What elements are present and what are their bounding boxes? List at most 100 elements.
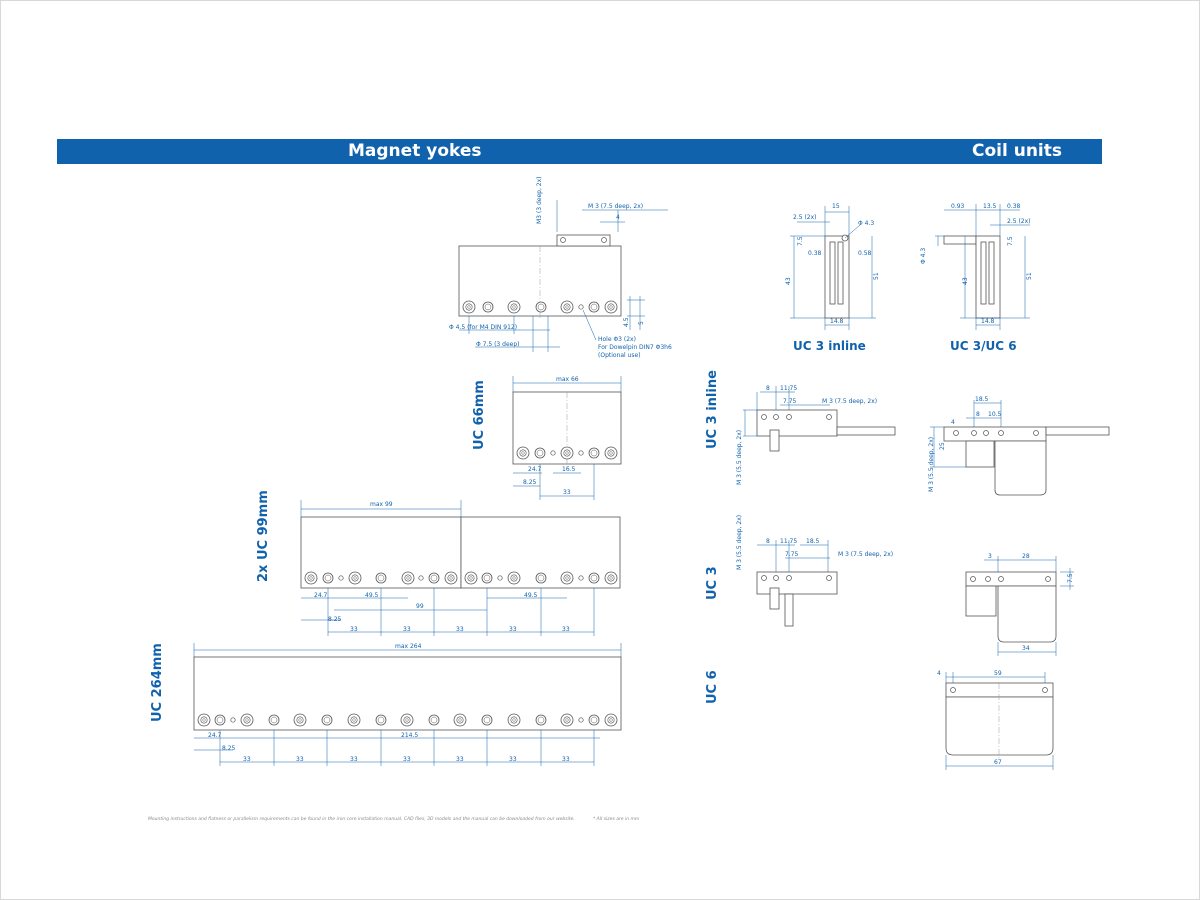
dim-c2-093: 0.93 <box>951 203 965 210</box>
dim-top-4: 4 <box>616 214 620 221</box>
label-uc66: UC 66mm <box>472 380 487 450</box>
dim-r-3: 3 <box>988 553 992 560</box>
dim-i-m3: M 3 (7.5 deep, 2x) <box>822 398 877 405</box>
label-uc3uc6-top: UC 3/UC 6 <box>950 339 1017 353</box>
dim-uc264-2145: 214.5 <box>401 732 418 739</box>
dim-s-4: 4 <box>951 419 955 426</box>
dim-uc264-33g: 33 <box>562 756 570 763</box>
dim-uc264-825: 8.25 <box>222 745 236 752</box>
dim-i-1175: 11.75 <box>780 385 797 392</box>
label-uc99: 2x UC 99mm <box>256 490 271 582</box>
dim-uc264-33e: 33 <box>456 756 464 763</box>
dim-5: 5 <box>638 321 645 325</box>
dim-m3-75deep: M 3 (7.5 deep, 2x) <box>588 203 643 210</box>
dim-c-43: 43 <box>785 277 792 285</box>
dim-u-m3v: M 3 (5.5 deep, 2x) <box>736 515 743 570</box>
footnote-left: Mounting instructions and flatness or pa… <box>148 817 575 822</box>
dim-max99: max 99 <box>370 501 393 508</box>
dim-u-8: 8 <box>766 538 770 545</box>
dim-s-25: 25 <box>939 442 946 450</box>
dim-d75: Φ 7.5 (3 deep) <box>476 341 520 348</box>
coil-uc3-right <box>965 571 1057 643</box>
hole-note-3: (Optional use) <box>598 352 641 359</box>
section-header-bar: Magnet yokes Coil units <box>57 139 1102 164</box>
dim-c-058: 0.58 <box>858 250 872 257</box>
dim-c-15: 15 <box>832 203 840 210</box>
dim-c2-43: 43 <box>962 277 969 285</box>
dim-uc264-33a: 33 <box>243 756 251 763</box>
dim-uc99-495b: 49.5 <box>524 592 538 599</box>
dim-6-67: 67 <box>994 759 1002 766</box>
dim-uc99-825: 8.25 <box>328 616 342 623</box>
dim-uc99-247: 24.7 <box>314 592 328 599</box>
dim-uc99-33e: 33 <box>562 626 570 633</box>
label-uc6-side: UC 6 <box>705 670 720 704</box>
dim-uc264-33b: 33 <box>296 756 304 763</box>
dim-uc66-825: 8.25 <box>523 479 537 486</box>
dim-uc264-33c: 33 <box>350 756 358 763</box>
label-uc264: UC 264mm <box>150 643 165 722</box>
dim-uc99-33c: 33 <box>456 626 464 633</box>
dim-max264: max 264 <box>395 643 422 650</box>
dim-c-d43: Φ 4.3 <box>858 220 874 227</box>
dim-c2-d43: Φ 4.3 <box>920 248 927 264</box>
coil-uc3-side <box>756 571 838 627</box>
dim-uc99-33b: 33 <box>403 626 411 633</box>
dim-uc66-33: 33 <box>563 489 571 496</box>
dim-c-51: 51 <box>873 272 880 280</box>
dim-6-59: 59 <box>994 670 1002 677</box>
dim-r-75: 7.5 <box>1067 573 1074 583</box>
label-uc3inline-side: UC 3 inline <box>705 370 720 449</box>
coil-uc3inline-side <box>756 409 896 452</box>
dim-c2-148: 14.8 <box>981 318 995 325</box>
coil-uc6 <box>945 682 1054 756</box>
dim-s-105: 10.5 <box>988 411 1002 418</box>
dim-s-8: 8 <box>976 411 980 418</box>
magnet-yokes-title: Magnet yokes <box>348 141 482 161</box>
dim-uc99-33d: 33 <box>509 626 517 633</box>
dim-uc99-99: 99 <box>416 603 424 610</box>
dim-s-185: 18.5 <box>975 396 989 403</box>
dim-c-75: 7.5 <box>797 236 804 246</box>
dim-c-25: 2.5 (2x) <box>793 214 817 221</box>
dim-u-m3: M 3 (7.5 deep, 2x) <box>838 551 893 558</box>
dim-c2-75: 7.5 <box>1007 236 1014 246</box>
hole-note-2: For Dowelpin DIN7 Φ3h6 <box>598 344 672 351</box>
dim-s-m3v: M 3 (5.5 deep, 2x) <box>928 437 935 492</box>
dim-uc264-33d: 33 <box>403 756 411 763</box>
coil-uc3inline-endview <box>824 234 850 319</box>
dim-c-038: 0.38 <box>808 250 822 257</box>
coil-uc3uc6-side <box>943 426 1110 496</box>
hole-note-1: Hole Φ3 (2x) <box>598 336 636 343</box>
dim-i-8: 8 <box>766 385 770 392</box>
dim-r-34: 34 <box>1022 645 1030 652</box>
dim-c2-038: 0.38 <box>1007 203 1021 210</box>
top-yoke-dimension-lines <box>459 200 668 352</box>
dim-c2-135: 13.5 <box>983 203 997 210</box>
dim-u-1175: 11.75 <box>780 538 797 545</box>
coil-uc3uc6-endview <box>943 235 1001 319</box>
dim-c2-25: 2.5 (2x) <box>1007 218 1031 225</box>
dim-uc99-495a: 49.5 <box>365 592 379 599</box>
dim-uc66-165: 16.5 <box>562 466 576 473</box>
dim-d45: Φ 4.5 (for M4 DIN 912) <box>449 324 517 331</box>
footnote-right: * All sizes are in mm <box>593 817 640 822</box>
label-uc3-side: UC 3 <box>705 566 720 600</box>
dim-m3-3deep: M3 (3 deep, 2x) <box>536 177 543 225</box>
dim-uc66-247: 24.7 <box>528 466 542 473</box>
dim-uc264-247: 24.7 <box>208 732 222 739</box>
dim-r-28: 28 <box>1022 553 1030 560</box>
dim-c-148: 14.8 <box>830 318 844 325</box>
dim-c2-51: 51 <box>1026 272 1033 280</box>
label-uc3inline-top: UC 3 inline <box>793 339 866 353</box>
dim-uc264-33f: 33 <box>509 756 517 763</box>
dim-i-775: 7.75 <box>783 398 797 405</box>
dim-45: 4.5 <box>623 317 630 327</box>
coil-units-title: Coil units <box>972 141 1063 161</box>
dim-u-185: 18.5 <box>806 538 820 545</box>
dim-u-775: 7.75 <box>785 551 799 558</box>
dim-6-4: 4 <box>937 670 941 677</box>
dim-i-m3v: M 3 (5.5 deep, 2x) <box>736 430 743 485</box>
dim-max66: max 66 <box>556 376 579 383</box>
dim-uc99-33a: 33 <box>350 626 358 633</box>
